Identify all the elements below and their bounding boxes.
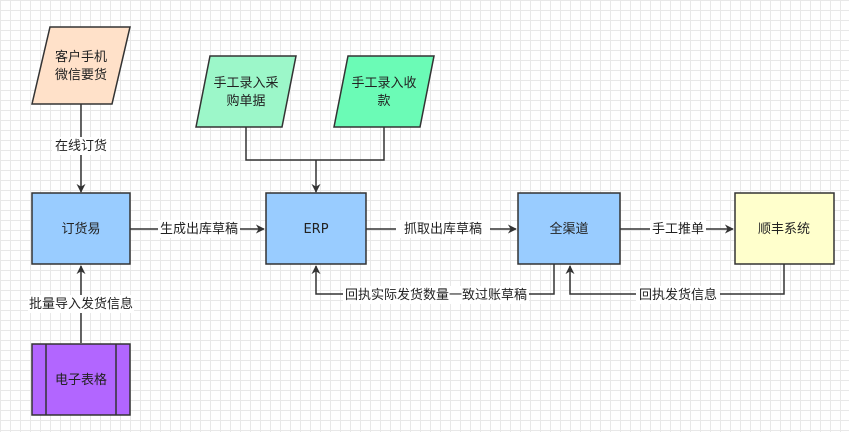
- node-label-line1: 手工录入采: [213, 76, 278, 91]
- edge-label-batch-import: 批量导入发货信息: [29, 296, 133, 312]
- node-customer-wechat[interactable]: 客户手机 微信要货: [31, 26, 131, 105]
- node-shunfeng[interactable]: 顺丰系统: [734, 192, 835, 265]
- node-label: 订货易: [61, 221, 100, 237]
- edge-manual-merge: [245, 127, 385, 161]
- node-erp[interactable]: ERP: [265, 192, 367, 265]
- process-box: [31, 192, 131, 265]
- edge-label-return-actual: 回执实际发货数量一致过账草稿: [345, 287, 527, 303]
- process-box: [517, 192, 621, 265]
- subprocess-box: [31, 343, 131, 416]
- node-label: ERP: [303, 222, 328, 237]
- node-label-line1: 客户手机: [55, 49, 107, 65]
- node-spreadsheet[interactable]: 电子表格: [31, 343, 131, 416]
- edge-labels: 在线订货 生成出库草稿 抓取出库草稿 手工推单 回执实际发货数量一致过账草稿 回…: [28, 137, 720, 313]
- node-manual-receipt[interactable]: 手工录入收 款: [333, 55, 435, 128]
- node-label-line2: 购单据: [226, 93, 265, 109]
- process-box: [265, 192, 367, 265]
- edge-label-fetch-draft: 抓取出库草稿: [404, 221, 482, 237]
- parallelogram-shape: [31, 26, 131, 105]
- node-quanqudao[interactable]: 全渠道: [517, 192, 621, 265]
- node-label-line1: 手工录入收: [351, 76, 416, 91]
- node-label-line2: 款: [377, 94, 390, 109]
- edge-label-generate-draft: 生成出库草稿: [160, 221, 238, 237]
- node-label-line2: 微信要货: [55, 67, 107, 83]
- edge-label-online-order: 在线订货: [55, 138, 107, 154]
- parallelogram-shape: [195, 55, 297, 128]
- node-label: 全渠道: [549, 221, 588, 237]
- parallelogram-shape: [333, 55, 435, 128]
- edge-label-manual-push: 手工推单: [652, 222, 704, 237]
- node-label: 顺丰系统: [758, 222, 810, 237]
- node-label: 电子表格: [55, 372, 107, 388]
- node-dinghuoyi[interactable]: 订货易: [31, 192, 131, 265]
- node-manual-purchase[interactable]: 手工录入采 购单据: [195, 55, 297, 128]
- edge-label-return-info: 回执发货信息: [639, 287, 717, 303]
- process-box: [734, 192, 835, 265]
